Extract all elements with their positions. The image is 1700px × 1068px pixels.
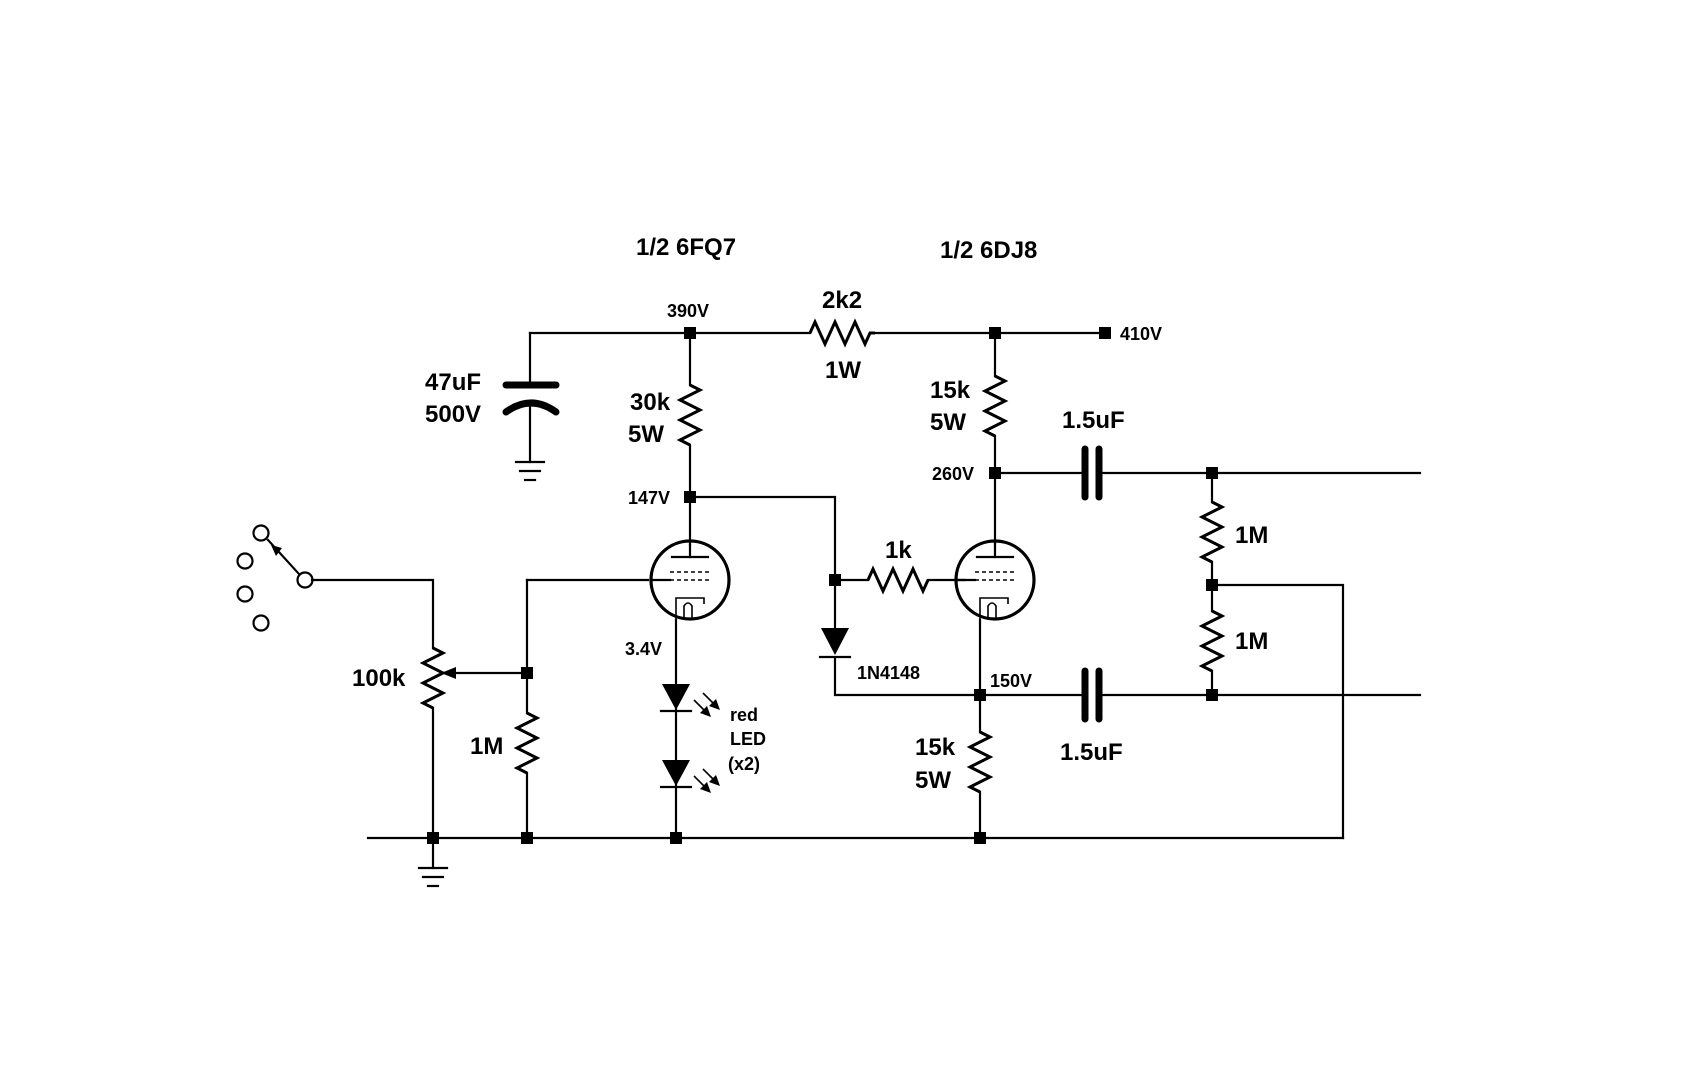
node-divider-mid <box>1206 579 1218 591</box>
resistor-1m-top-value: 1M <box>1235 522 1268 549</box>
ground-symbol-main <box>417 866 449 888</box>
resistor-15k-plate-value: 15k <box>930 377 971 404</box>
selector-contact-1 <box>252 524 270 542</box>
node-gnd-led <box>670 832 682 844</box>
capacitor-top-value: 1.5uF <box>1062 407 1125 434</box>
resistor-1m-bottom-value: 1M <box>1235 628 1268 655</box>
resistor-15k-plate-power: 5W <box>930 409 966 436</box>
voltage-260v: 260V <box>932 464 974 484</box>
resistor-30k <box>676 383 704 447</box>
potentiometer-100k <box>419 646 447 710</box>
capacitor-1-5uf-bottom <box>1081 667 1103 723</box>
resistor-15k-cathode-power: 5W <box>915 767 951 794</box>
node-out-bottom <box>1206 689 1218 701</box>
voltage-410v: 410V <box>1120 324 1162 344</box>
resistor-30k-power: 5W <box>628 421 664 448</box>
capacitor-1-5uf-top <box>1081 445 1103 501</box>
resistor-15k-cathode-value: 15k <box>915 734 956 761</box>
tube-v1-label: 1/2 6FQ7 <box>636 234 736 261</box>
selector-contact-4 <box>252 614 270 632</box>
ground-symbol-cap <box>514 460 546 482</box>
node-gnd-15k <box>974 832 986 844</box>
capacitor-47uf-value: 47uF <box>425 369 481 396</box>
voltage-3-4v: 3.4V <box>625 639 662 659</box>
pot-100k-value: 100k <box>352 665 406 692</box>
voltage-147v: 147V <box>628 488 670 508</box>
node-b-plus <box>989 327 1001 339</box>
node-260v <box>989 467 1001 479</box>
led-label-line1: red <box>730 705 758 725</box>
selector-common <box>296 571 314 589</box>
resistor-1k <box>866 565 930 595</box>
led-label-line2: LED <box>730 729 766 749</box>
node-grid-v1 <box>521 667 533 679</box>
led-upper <box>659 684 720 717</box>
pot-wiper-arrow <box>441 667 456 679</box>
capacitor-47uf-voltage: 500V <box>425 401 481 428</box>
node-147v <box>684 491 696 503</box>
node-grid-v2 <box>829 574 841 586</box>
resistor-1m-bottom <box>1198 609 1226 673</box>
terminal-410v <box>1099 327 1111 339</box>
resistor-1m-top <box>1198 500 1226 564</box>
diode-part-label: 1N4148 <box>857 663 920 683</box>
node-150v <box>974 689 986 701</box>
resistor-15k-plate <box>981 374 1009 438</box>
voltage-150v: 150V <box>990 671 1032 691</box>
tube-v2-label: 1/2 6DJ8 <box>940 237 1037 264</box>
junction-nodes <box>427 327 1218 844</box>
resistor-2k2-power: 1W <box>825 357 861 384</box>
wires <box>310 331 1422 870</box>
led-label-line3: (x2) <box>728 754 760 774</box>
selector-contact-2 <box>236 552 254 570</box>
node-out-top <box>1206 467 1218 479</box>
led-lower <box>659 760 720 793</box>
resistor-2k2 <box>808 318 875 348</box>
resistor-1k-value: 1k <box>885 537 912 564</box>
resistor-1m-grid <box>513 711 541 775</box>
node-gnd-1m <box>521 832 533 844</box>
resistor-1m-grid-value: 1M <box>470 733 503 760</box>
selector-contact-3 <box>236 585 254 603</box>
resistor-30k-value: 30k <box>630 389 671 416</box>
resistor-2k2-value: 2k2 <box>822 287 862 314</box>
capacitor-bottom-value: 1.5uF <box>1060 739 1123 766</box>
voltage-390v: 390V <box>667 301 709 321</box>
capacitor-47uf <box>502 381 560 416</box>
node-gnd-pot <box>427 832 439 844</box>
diode-1n4148 <box>818 628 852 659</box>
input-selector-switch <box>236 524 314 632</box>
tube-v2-6dj8 <box>954 539 1036 621</box>
tube-v1-6fq7 <box>649 539 731 621</box>
resistor-15k-cathode <box>966 730 994 794</box>
node-390v <box>684 327 696 339</box>
